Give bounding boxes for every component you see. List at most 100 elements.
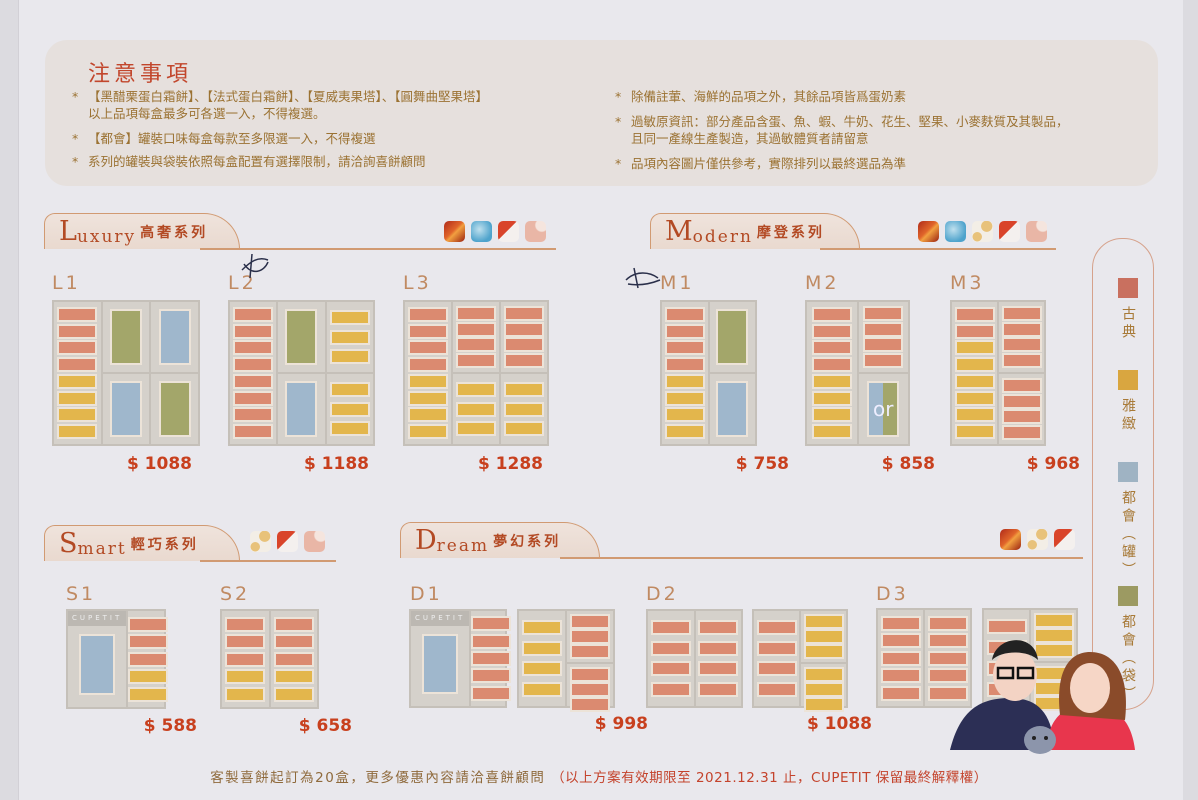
box-compartment bbox=[278, 374, 324, 444]
classic-cookie-item bbox=[698, 661, 739, 677]
notice-text: 系列的罐裝與袋裝依照每盒配置有選擇限制，請洽詢喜餅顧問 bbox=[88, 154, 426, 169]
elegant-cookie-item bbox=[329, 421, 370, 437]
notice-item: *過敏原資訊：部分產品含蛋、魚、蝦、牛奶、花生、堅果、小麥麩質及其製品，且同一產… bbox=[615, 113, 1069, 147]
classic-cookie-item bbox=[570, 614, 610, 629]
box-compartment bbox=[222, 611, 269, 707]
classic-cookie-item bbox=[811, 340, 852, 356]
elegant-cookie-item bbox=[664, 424, 705, 440]
classic-cookie-item bbox=[954, 323, 995, 339]
box-column: or bbox=[858, 302, 908, 444]
box-compartment bbox=[567, 664, 613, 715]
classic-cookie-item bbox=[811, 306, 852, 322]
elegant-cookie-item bbox=[329, 329, 370, 345]
elegant-cookie-item bbox=[408, 407, 448, 423]
notice-item: *【都會】罐裝口味每盒每款至多限選一入，不得複選 bbox=[72, 130, 376, 147]
flavor-swatch-blue-marble-icon bbox=[471, 221, 492, 242]
classic-cookie-item bbox=[664, 340, 705, 356]
box-column bbox=[999, 302, 1044, 444]
box-price: $ 658 bbox=[298, 716, 352, 736]
box-column bbox=[453, 302, 501, 444]
series-latin: uxury bbox=[76, 227, 137, 247]
classic-cookie-item bbox=[1001, 305, 1042, 321]
footer-note: 客製喜餅起訂為20盒，更多優惠內容請洽喜餅顧問 （以上方案有效期限至 2021.… bbox=[0, 766, 1198, 786]
classic-cookie-item bbox=[927, 668, 968, 683]
series-latin: odern bbox=[692, 227, 753, 247]
box-price: $ 1088 bbox=[806, 714, 872, 734]
legend-swatch bbox=[1118, 278, 1138, 298]
classic-cookie-item bbox=[233, 306, 274, 322]
elegant-cookie-item bbox=[456, 381, 496, 397]
box-compartment bbox=[128, 611, 169, 707]
box-compartment bbox=[271, 611, 318, 707]
box-compartment bbox=[1031, 610, 1076, 663]
elegant-cookie-item bbox=[128, 669, 169, 684]
classic-cookie-item bbox=[1001, 337, 1042, 353]
gift-box-panel: or bbox=[805, 300, 910, 446]
notice-text-cont: 以上品項每盒最多可各選一入，不得複選。 bbox=[88, 106, 326, 121]
elegant-cookie-item bbox=[225, 669, 266, 684]
urban-can-item bbox=[79, 634, 116, 695]
notice-item: *除備註葷、海鮮的品項之外，其餘品項皆爲蛋奶素 bbox=[615, 88, 906, 105]
flavor-swatch-red-white-icon bbox=[277, 531, 298, 552]
box-compartment bbox=[471, 611, 512, 706]
bullet-star: * bbox=[72, 154, 79, 169]
classic-cookie-item bbox=[225, 651, 266, 667]
classic-cookie-item bbox=[1001, 409, 1042, 425]
classic-cookie-item bbox=[863, 337, 904, 353]
divider bbox=[200, 248, 556, 250]
classic-cookie-item bbox=[456, 337, 496, 353]
elegant-cookie-item bbox=[1033, 613, 1074, 628]
urban-can-item bbox=[422, 634, 459, 694]
urban-can-item bbox=[285, 381, 318, 437]
box-column bbox=[1031, 610, 1076, 711]
classic-cookie-item bbox=[57, 357, 98, 373]
box-compartment bbox=[1031, 663, 1076, 714]
elegant-cookie-item bbox=[664, 407, 705, 423]
classic-cookie-item bbox=[570, 644, 610, 659]
elegant-cookie-item bbox=[1033, 628, 1074, 643]
box-compartment bbox=[801, 664, 846, 715]
series-zh: 摩登系列 bbox=[756, 225, 825, 241]
box-compartment bbox=[103, 374, 150, 444]
classic-cookie-item bbox=[1001, 425, 1042, 441]
elegant-cookie-item bbox=[504, 401, 544, 417]
classic-cookie-item bbox=[863, 305, 904, 321]
box-code: L3 bbox=[403, 272, 432, 294]
box-column bbox=[567, 611, 613, 712]
elegant-cookie-item bbox=[57, 373, 98, 389]
gift-box-panel bbox=[752, 609, 848, 712]
classic-cookie-item bbox=[273, 651, 314, 667]
notice-text: 【都會】罐裝口味每盒每款至多限選一入，不得複選 bbox=[88, 131, 376, 146]
box-column: CUPETIT bbox=[68, 611, 129, 707]
classic-cookie-item bbox=[811, 357, 852, 373]
or-label: or bbox=[873, 397, 894, 421]
classic-cookie-item bbox=[664, 323, 705, 339]
elegant-cookie-item bbox=[329, 309, 370, 325]
box-compartment bbox=[858, 302, 908, 374]
classic-cookie-item bbox=[927, 650, 968, 666]
flavor-swatch-red-white-icon bbox=[498, 221, 519, 242]
box-compartment bbox=[102, 302, 150, 374]
legend-item-elegant: 雅緻 bbox=[1118, 370, 1138, 434]
bullet-star: * bbox=[72, 89, 79, 104]
divider bbox=[560, 557, 1083, 559]
classic-cookie-item bbox=[408, 340, 448, 356]
classic-cookie-item bbox=[650, 640, 691, 656]
legend-swatch bbox=[1118, 586, 1138, 606]
elegant-cookie-item bbox=[273, 686, 314, 702]
gift-box-panel bbox=[950, 300, 1046, 446]
classic-cookie-item bbox=[1001, 377, 1042, 393]
box-column bbox=[471, 611, 512, 706]
elegant-cookie-item bbox=[954, 390, 995, 406]
classic-cookie-item bbox=[57, 306, 98, 322]
classic-cookie-item bbox=[570, 667, 610, 682]
classic-cookie-item bbox=[880, 668, 921, 683]
flavor-swatch-flame-icon bbox=[1000, 529, 1021, 550]
classic-cookie-item bbox=[471, 633, 512, 649]
elegant-cookie-item bbox=[522, 661, 562, 677]
box-compartment bbox=[999, 374, 1044, 444]
classic-cookie-item bbox=[811, 323, 852, 339]
branded-can-slot: CUPETIT bbox=[411, 611, 470, 706]
box-compartment bbox=[405, 302, 451, 444]
box-column bbox=[151, 302, 199, 444]
